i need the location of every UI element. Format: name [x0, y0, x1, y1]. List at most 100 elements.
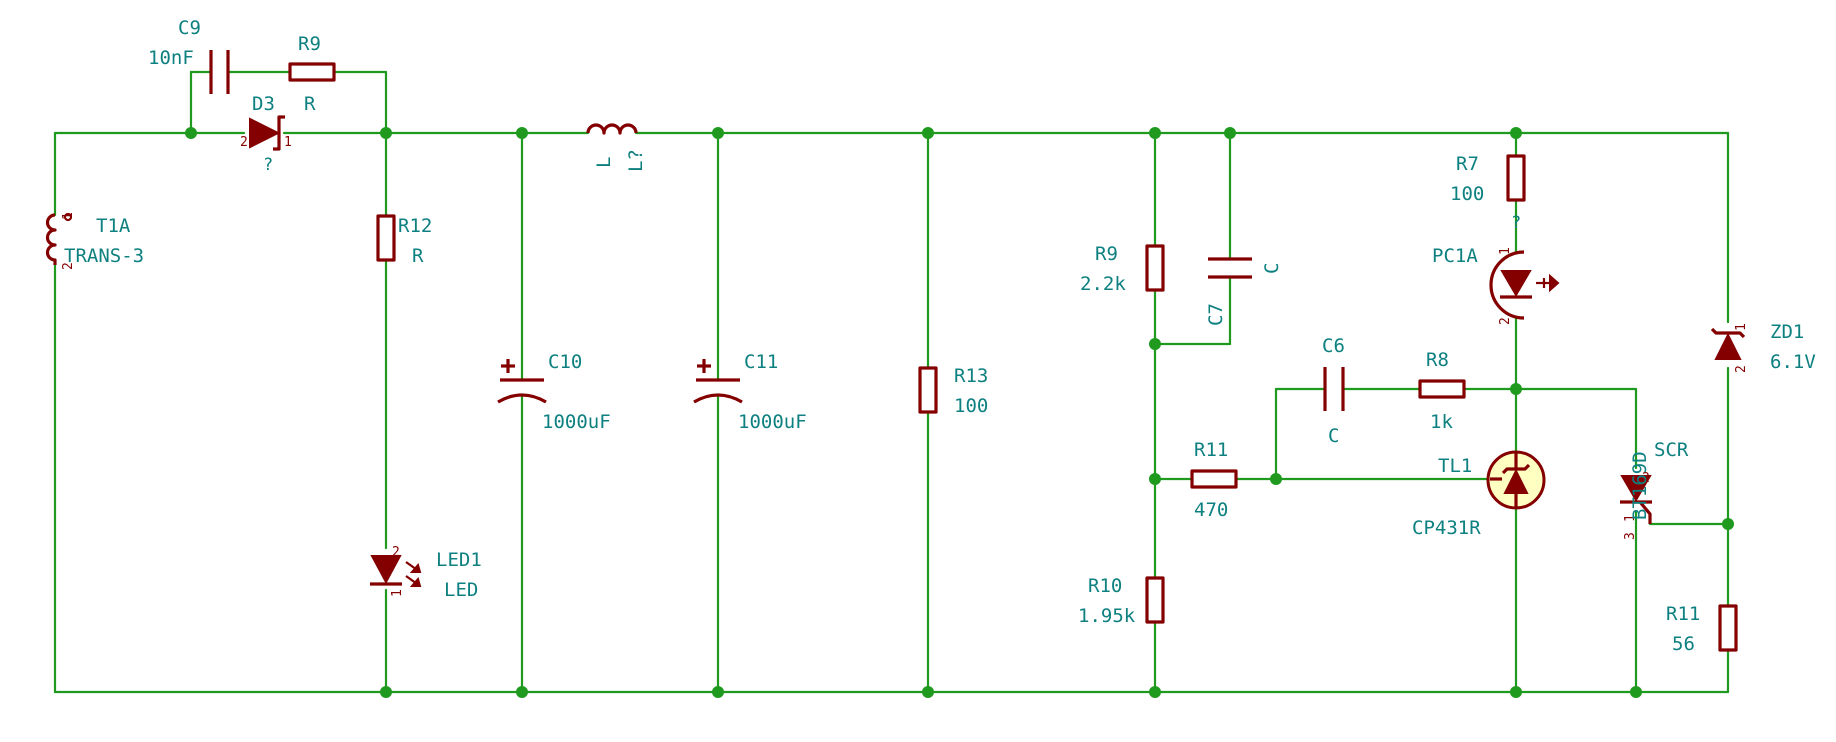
- t1a-value: TRANS-3: [64, 245, 144, 267]
- led-led1[interactable]: 2 1 LED1 LED: [370, 545, 482, 601]
- junctions: [185, 127, 1734, 698]
- scr-pin-2: 2: [1642, 471, 1650, 486]
- resistor-r13[interactable]: R13 100: [918, 365, 988, 417]
- led1-value: LED: [444, 579, 478, 601]
- c11-value: 1000uF: [738, 411, 807, 433]
- junction-dot: [1149, 686, 1161, 698]
- junction-dot: [1270, 473, 1282, 485]
- pc1a-pin-2: 2: [1498, 317, 1513, 325]
- zd1-pin-1: 1: [1734, 323, 1749, 331]
- r9-divider-ref: R9: [1095, 243, 1118, 265]
- c10-ref: C10: [548, 351, 582, 373]
- transformer-t1a[interactable]: 1 2 T1A TRANS-3: [45, 212, 145, 270]
- r7-value: 100: [1450, 183, 1484, 205]
- c10-value: 1000uF: [542, 411, 611, 433]
- diode-d3[interactable]: D3 ? 2 1: [240, 93, 292, 175]
- scr-value: BT169D: [1629, 451, 1651, 520]
- junction-dot: [1630, 686, 1642, 698]
- inductor-value: L?: [625, 149, 647, 172]
- d3-pin-2: 2: [240, 135, 248, 150]
- led1-pin-2: 2: [392, 545, 400, 560]
- resistor-r9-divider[interactable]: R9 2.2k: [1080, 243, 1165, 295]
- r10-ref: R10: [1088, 575, 1122, 597]
- r7-ref: R7: [1456, 153, 1479, 175]
- pc1a-ref: PC1A: [1432, 245, 1478, 267]
- r11-470-ref: R11: [1194, 439, 1228, 461]
- zd1-ref: ZD1: [1770, 321, 1804, 343]
- zd1-pin-2: 2: [1734, 365, 1749, 373]
- wires: [53, 70, 1730, 694]
- r8-value: 1k: [1430, 411, 1453, 433]
- scr-pin-1: 1: [1623, 514, 1638, 522]
- c11-ref: C11: [744, 351, 778, 373]
- junction-dot: [1510, 686, 1522, 698]
- c6-ref: C6: [1322, 335, 1345, 357]
- capacitor-c6[interactable]: C6 C: [1322, 335, 1345, 447]
- capacitor-c11[interactable]: C11 1000uF: [693, 351, 807, 433]
- junction-dot: [1149, 338, 1161, 350]
- junction-dot: [712, 686, 724, 698]
- c6-value: C: [1328, 425, 1339, 447]
- shunt-regulator-tl1[interactable]: TL1 CP431R: [1412, 450, 1546, 539]
- junction-dot: [1149, 127, 1161, 139]
- r12-value: R: [412, 245, 424, 267]
- r8-ref: R8: [1426, 349, 1449, 371]
- tl1-ref: TL1: [1438, 455, 1472, 477]
- inductor-ref: L: [593, 157, 615, 168]
- d3-value: ?: [263, 155, 273, 175]
- pc1a-value: ?: [1511, 213, 1521, 233]
- zd1-value: 6.1V: [1770, 351, 1816, 373]
- junction-dot: [380, 686, 392, 698]
- zener-zd1[interactable]: 1 2 ZD1 6.1V: [1710, 321, 1816, 373]
- junction-dot: [1149, 473, 1161, 485]
- resistor-r11-470[interactable]: R11 470: [1190, 439, 1238, 521]
- c9-value: 10nF: [148, 47, 194, 69]
- junction-dot: [1510, 127, 1522, 139]
- resistor-r8[interactable]: R8 1k: [1418, 349, 1466, 433]
- c7-value: C: [1261, 263, 1283, 274]
- led1-ref: LED1: [436, 549, 482, 571]
- t1a-pin-2: 2: [61, 262, 76, 270]
- junction-dot: [922, 686, 934, 698]
- resistor-r9-snubber[interactable]: R9 R: [288, 33, 336, 115]
- d3-pin-1: 1: [284, 135, 292, 150]
- resistor-r12[interactable]: R12 R: [376, 214, 432, 267]
- resistor-r10[interactable]: R10 1.95k: [1078, 575, 1165, 627]
- c9-ref: C9: [178, 17, 201, 39]
- r13-ref: R13: [954, 365, 988, 387]
- t1a-pin-1: 1: [61, 212, 76, 220]
- junction-dot: [516, 686, 528, 698]
- r9-snubber-ref: R9: [298, 33, 321, 55]
- r11-56-value: 56: [1672, 633, 1695, 655]
- capacitor-c7[interactable]: C7 C: [1205, 257, 1283, 326]
- r10-value: 1.95k: [1078, 605, 1136, 627]
- junction-dot: [516, 127, 528, 139]
- resistor-r7[interactable]: R7 100: [1450, 153, 1526, 205]
- resistor-r11-56[interactable]: R11 56: [1666, 603, 1738, 655]
- inductor-l[interactable]: L L?: [586, 123, 647, 172]
- scr-pin-3: 3: [1623, 532, 1638, 540]
- junction-dot: [712, 127, 724, 139]
- junction-dot: [185, 127, 197, 139]
- junction-dot: [1722, 518, 1734, 530]
- pc1a-pin-1: 1: [1498, 247, 1513, 255]
- r13-value: 100: [954, 395, 988, 417]
- r11-470-value: 470: [1194, 499, 1228, 521]
- capacitor-c10[interactable]: C10 1000uF: [497, 351, 611, 433]
- r11-56-ref: R11: [1666, 603, 1700, 625]
- r9-divider-value: 2.2k: [1080, 273, 1126, 295]
- scr-ref: SCR: [1654, 439, 1689, 461]
- r9-snubber-value: R: [304, 93, 316, 115]
- t1a-ref: T1A: [96, 215, 131, 237]
- thyristor-scr[interactable]: 2 1 3 SCR BT169D: [1620, 439, 1689, 540]
- junction-dot: [922, 127, 934, 139]
- led1-pin-1: 1: [390, 589, 405, 597]
- junction-dot: [380, 127, 392, 139]
- c7-ref: C7: [1205, 303, 1227, 326]
- r12-ref: R12: [398, 215, 432, 237]
- junction-dot: [1224, 127, 1236, 139]
- capacitor-c9[interactable]: C9 10nF: [148, 17, 230, 94]
- optocoupler-pc1a[interactable]: ? 1 2 PC1A: [1432, 213, 1560, 325]
- junction-dot: [1510, 383, 1522, 395]
